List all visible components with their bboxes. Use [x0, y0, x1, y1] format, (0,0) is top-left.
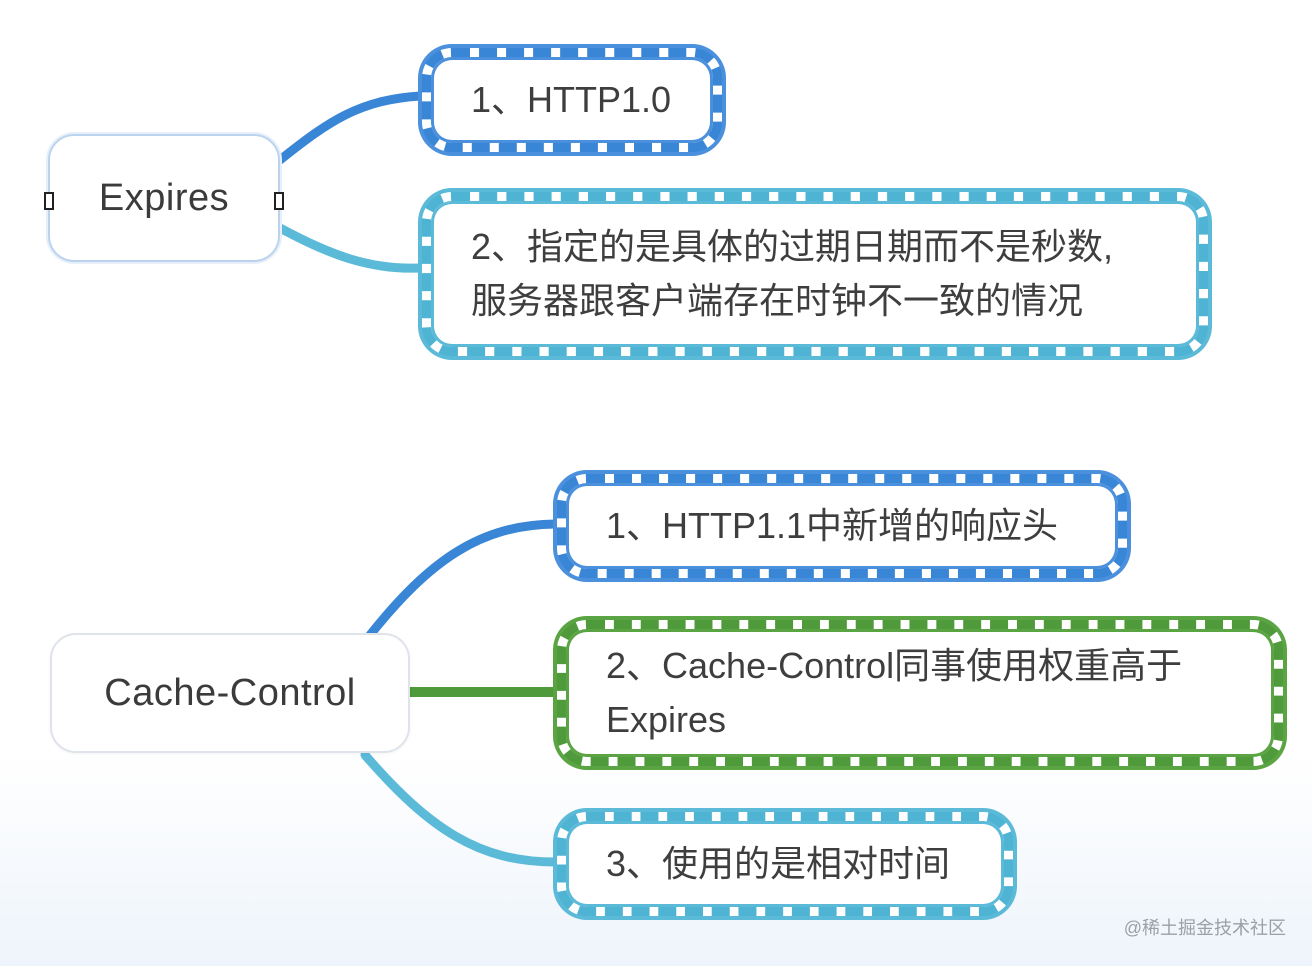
subtopic-relative-time[interactable]: 3、使用的是相对时间	[557, 812, 1013, 916]
subtopic-http10-text: 1、HTTP1.0	[471, 79, 672, 120]
subtopic-priority-text: 2、Cache-Control同事使用权重高于 Expires	[606, 645, 1183, 740]
topic-cache-control[interactable]: Cache-Control	[50, 633, 410, 753]
subtopic-priority[interactable]: 2、Cache-Control同事使用权重高于 Expires	[557, 620, 1283, 766]
left-resize-handle[interactable]	[44, 192, 54, 210]
topic-cache-control-label: Cache-Control	[104, 671, 356, 714]
subtopic-absolute-date-text: 2、指定的是具体的过期日期而不是秒数, 服务器跟客户端存在时钟不一致的情况	[471, 226, 1114, 321]
subtopic-http11-header-text: 1、HTTP1.1中新增的响应头	[606, 505, 1059, 546]
subtopic-http10[interactable]: 1、HTTP1.0	[422, 48, 722, 152]
subtopic-http11-header[interactable]: 1、HTTP1.1中新增的响应头	[557, 474, 1127, 578]
connector-cc-relative	[360, 750, 560, 867]
right-resize-handle[interactable]	[274, 192, 284, 210]
subtopic-relative-time-text: 3、使用的是相对时间	[606, 843, 951, 884]
connector-expires-http10	[275, 91, 425, 165]
connector-expires-date	[275, 223, 425, 273]
topic-expires[interactable]: Expires	[44, 134, 284, 262]
connector-cc-http11	[365, 519, 560, 640]
topic-expires-label: Expires	[98, 176, 230, 219]
subtopic-absolute-date[interactable]: 2、指定的是具体的过期日期而不是秒数, 服务器跟客户端存在时钟不一致的情况	[422, 192, 1208, 356]
watermark: @稀土掘金技术社区	[1123, 918, 1286, 938]
